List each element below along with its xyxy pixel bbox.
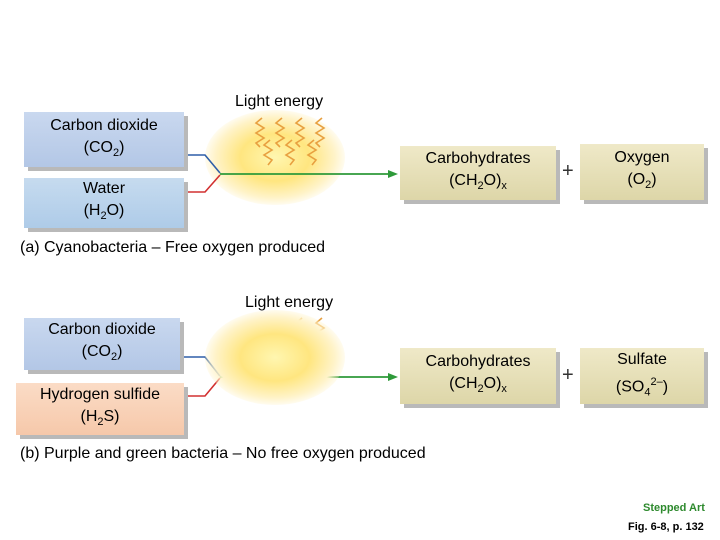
oxygen-name-a: Oxygen <box>614 149 670 167</box>
co2-box-b: Carbon dioxide (CO2) <box>24 318 180 370</box>
sulfate-formula-b: (SO42–) <box>615 375 669 399</box>
plus-sign-b: + <box>562 364 574 386</box>
h2s-name-b: Hydrogen sulfide <box>39 386 161 404</box>
water-formula-a: (H2O) <box>83 202 125 223</box>
co2-line-a <box>184 154 221 174</box>
carbohydrates-name-b: Carbohydrates <box>425 353 531 371</box>
co2-box-a: Carbon dioxide (CO2) <box>24 112 184 167</box>
carbohydrates-name-a: Carbohydrates <box>425 150 531 168</box>
co2-name-b: Carbon dioxide <box>48 321 156 339</box>
caption-a: (a) Cyanobacteria – Free oxygen produced <box>20 239 326 256</box>
stepped-art-label: Stepped Art <box>643 502 705 514</box>
oxygen-box-a: Oxygen (O2) <box>580 144 704 200</box>
h2s-box-b: Hydrogen sulfide (H2S) <box>16 383 184 435</box>
sulfate-name-b: Sulfate <box>617 350 667 368</box>
figure-reference: Fig. 6-8, p. 132 <box>628 521 704 533</box>
plus-sign-a: + <box>562 160 574 182</box>
carbohydrates-formula-b: (CH2O)x <box>449 375 507 396</box>
h2o-line-a <box>184 174 221 193</box>
co2-formula-a: (CO2) <box>83 138 125 160</box>
h2o-box-a: Water (H2O) <box>24 178 184 228</box>
carbohydrates-formula-a: (CH2O)x <box>449 172 507 193</box>
co2-formula-b: (CO2) <box>81 343 123 364</box>
light-energy-label-a: Light energy <box>235 93 324 110</box>
h2s-formula-b: (H2S) <box>80 408 120 429</box>
light-energy-label-b: Light energy <box>245 294 334 311</box>
light-waves-a <box>254 117 326 166</box>
co2-name-a: Carbon dioxide <box>50 116 158 134</box>
sulfate-box-b: Sulfate (SO42–) <box>580 348 704 404</box>
oxygen-formula-a: (O2) <box>627 171 657 192</box>
water-name-a: Water <box>82 180 126 198</box>
carbohydrates-box-a: Carbohydrates (CH2O)x <box>400 146 556 200</box>
h2s-line-b <box>184 377 221 397</box>
caption-b: (b) Purple and green bacteria – No free … <box>20 445 426 462</box>
light-glow-b <box>205 310 345 405</box>
carbohydrates-box-b: Carbohydrates (CH2O)x <box>400 348 556 404</box>
